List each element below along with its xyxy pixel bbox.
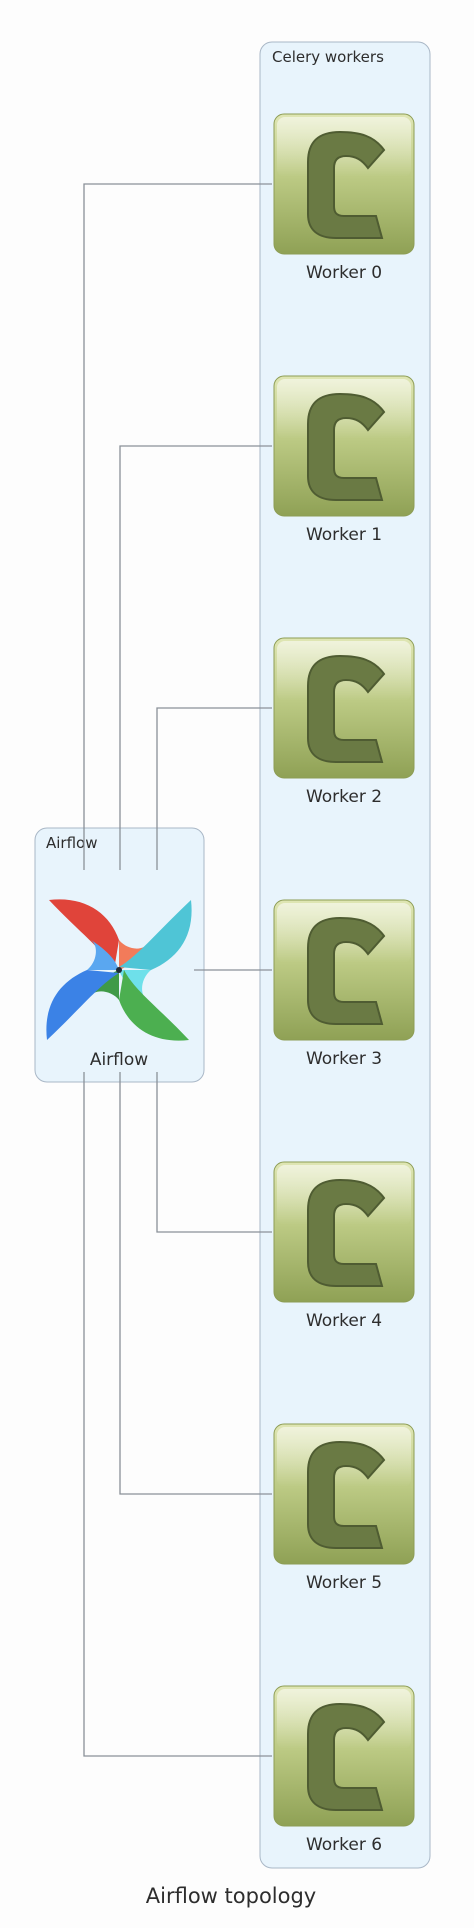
worker-node-3[interactable]: Worker 3: [273, 899, 415, 1069]
celery-icon: [273, 375, 415, 517]
worker-node-5[interactable]: Worker 5: [273, 1423, 415, 1593]
celery-workers-cluster-label: Celery workers: [272, 48, 384, 66]
edge-airflow-to-worker-4: [156, 1072, 272, 1233]
airflow-node[interactable]: Airflow: [46, 899, 192, 1070]
worker-label: Worker 5: [306, 1573, 382, 1593]
worker-label: Worker 1: [306, 525, 382, 545]
worker-node-0[interactable]: Worker 0: [273, 113, 415, 283]
worker-node-6[interactable]: Worker 6: [273, 1685, 415, 1855]
airflow-node-label: Airflow: [90, 1050, 148, 1070]
worker-label: Worker 3: [306, 1049, 382, 1069]
diagram-title: Airflow topology: [146, 1884, 316, 1908]
celery-icon: [273, 1685, 415, 1827]
worker-label: Worker 4: [306, 1311, 382, 1331]
edge-airflow-to-worker-2: [156, 707, 272, 870]
worker-node-2[interactable]: Worker 2: [273, 637, 415, 807]
worker-label: Worker 2: [306, 787, 382, 807]
celery-icon: [273, 1423, 415, 1565]
worker-label: Worker 6: [306, 1835, 382, 1855]
edge-airflow-to-worker-6: [83, 1072, 272, 1757]
celery-icon: [273, 899, 415, 1041]
edges-group: [83, 183, 272, 1757]
celery-icon: [273, 1161, 415, 1303]
edge-airflow-to-worker-0: [83, 183, 272, 870]
worker-label: Worker 0: [306, 263, 382, 283]
edge-airflow-to-worker-5: [119, 1072, 272, 1495]
airflow-pinwheel-icon: [46, 899, 192, 1041]
worker-node-4[interactable]: Worker 4: [273, 1161, 415, 1331]
airflow-cluster-label: Airflow: [46, 834, 98, 852]
worker-node-1[interactable]: Worker 1: [273, 375, 415, 545]
celery-icon: [273, 637, 415, 779]
celery-icon: [273, 113, 415, 255]
edge-airflow-to-worker-1: [119, 445, 272, 870]
workers-group: Worker 0 Worker 1 Worker 2 Worker 3 Worker 4…: [273, 113, 415, 1855]
